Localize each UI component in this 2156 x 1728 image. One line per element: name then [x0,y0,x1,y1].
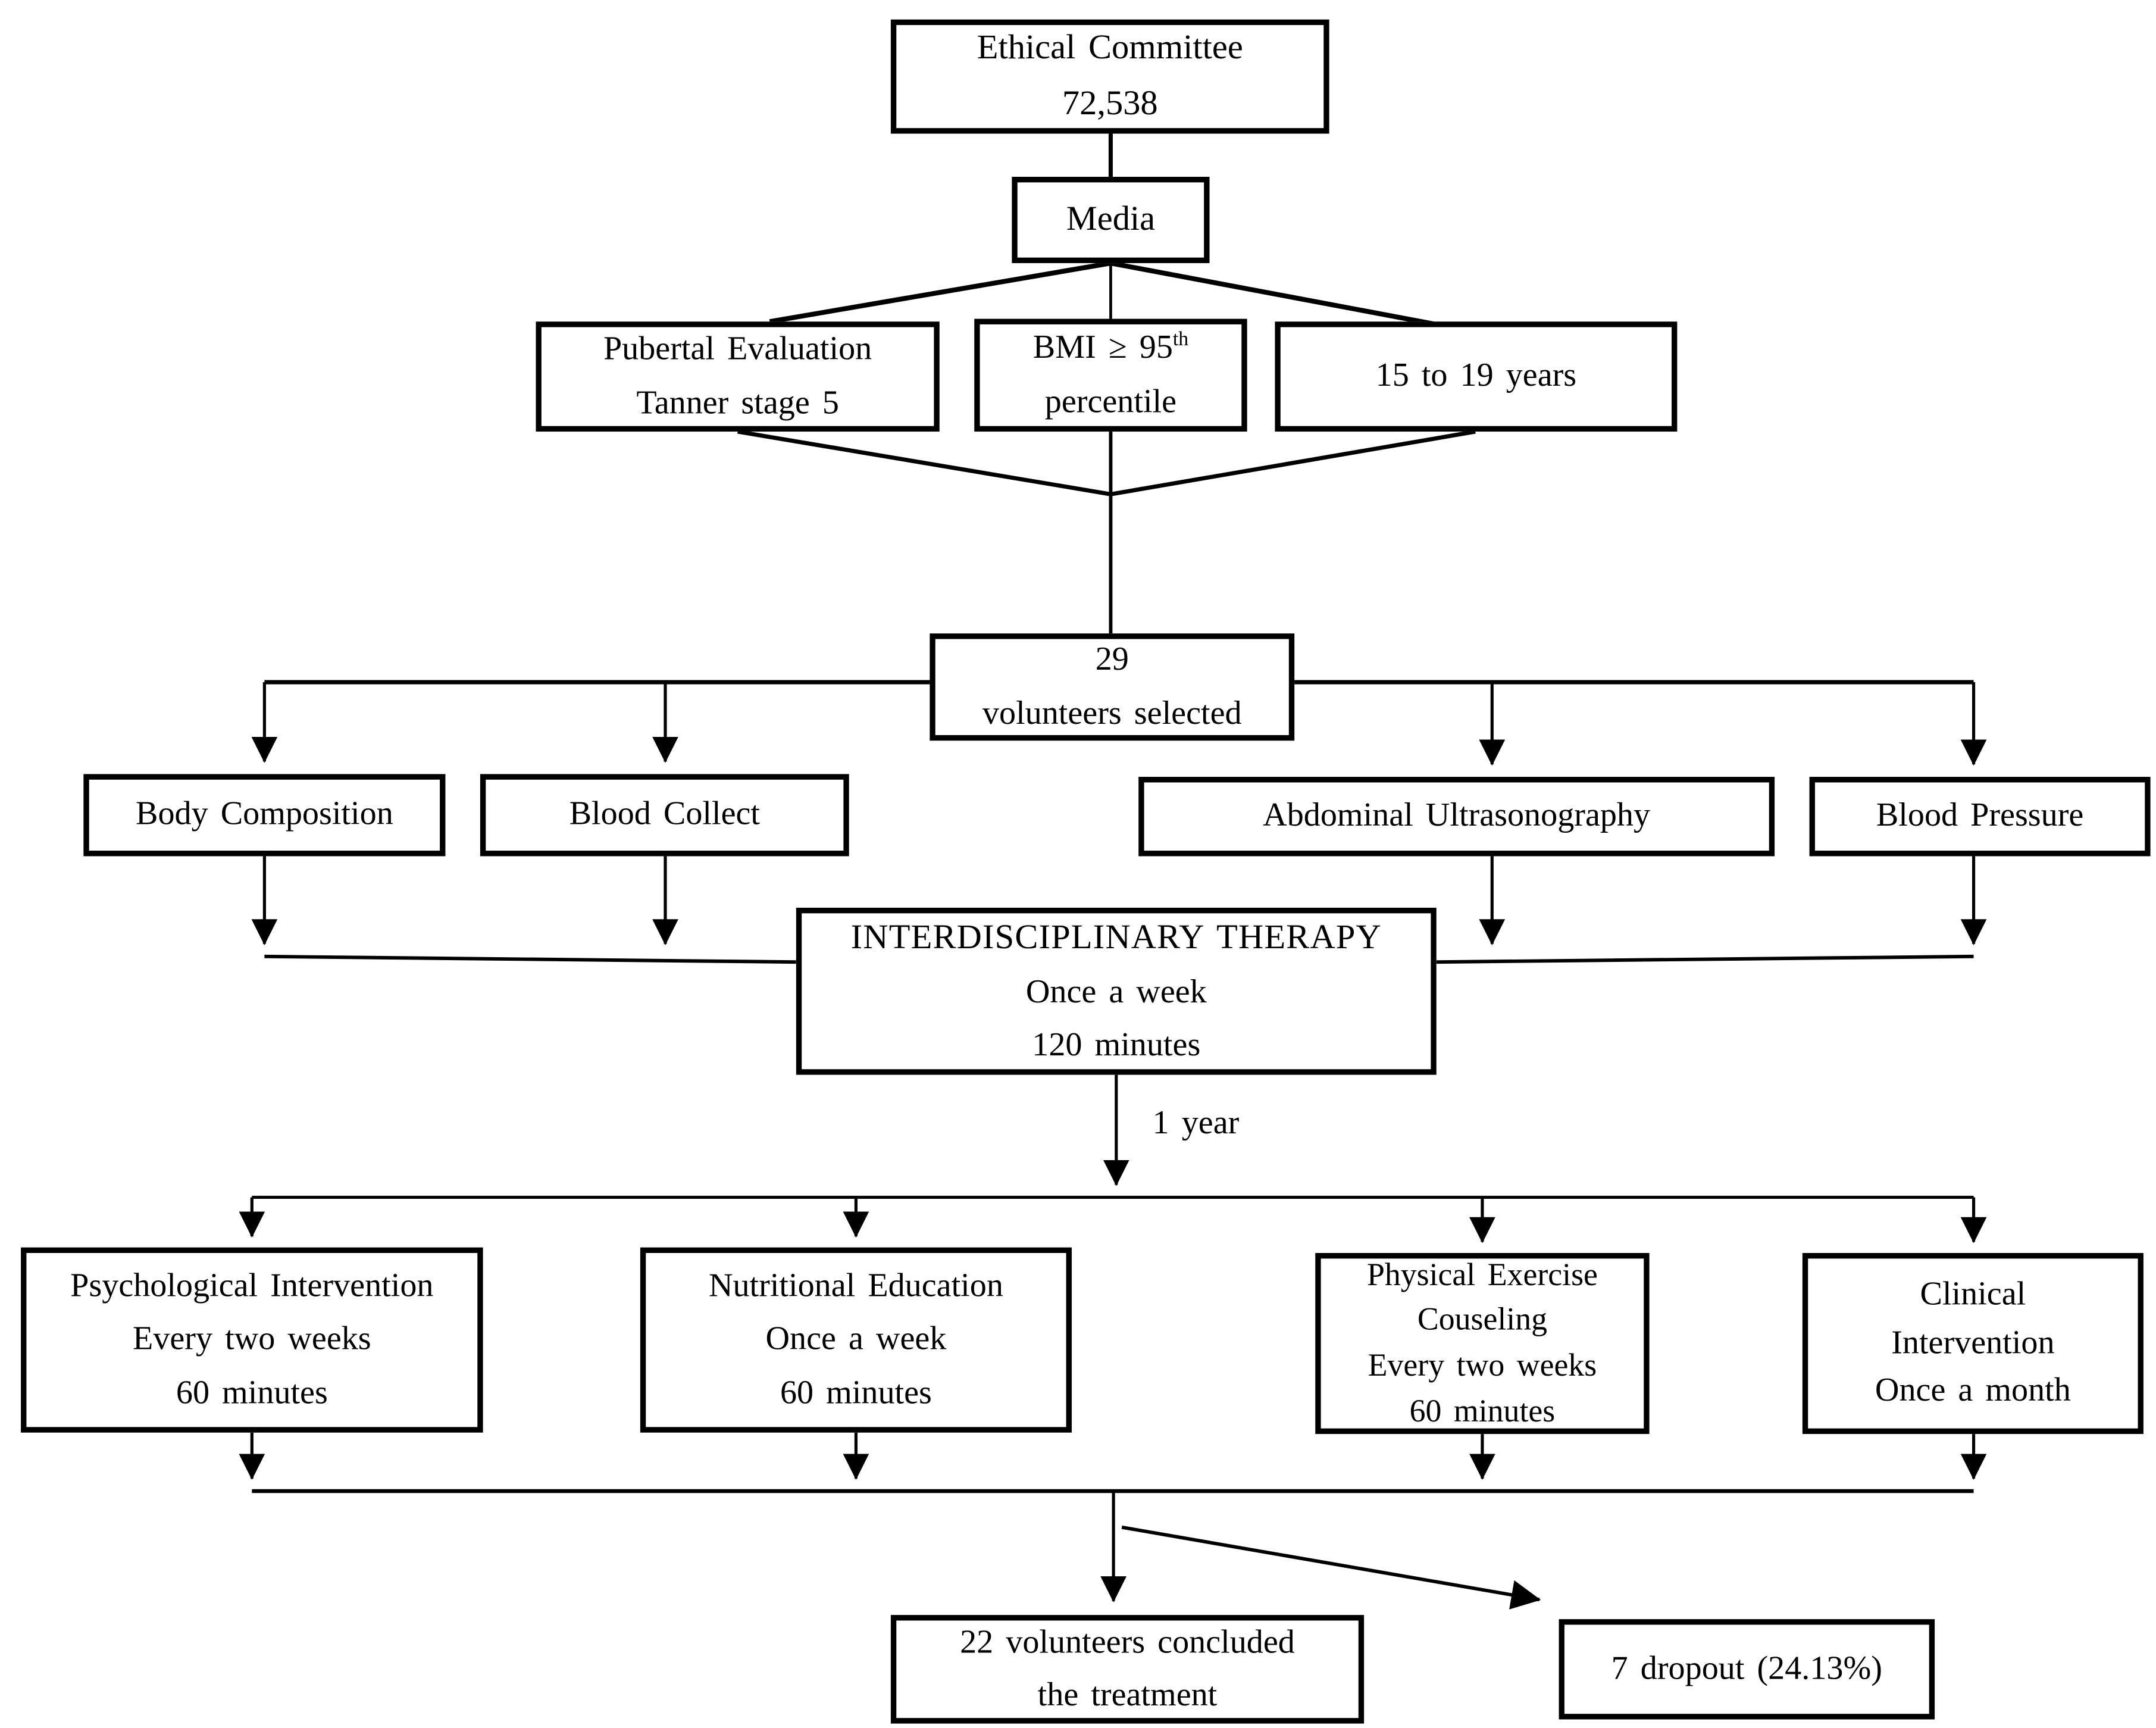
node-text-line: Nutritional Education [708,1268,1003,1305]
node-text-line: Physical Exercise [1366,1257,1598,1292]
node-text-line: Once a week [765,1321,947,1358]
node-abdominal-ultrasonography: Abdominal Ultrasonography [1138,777,1775,857]
node-pubertal-evaluation: Pubertal Evaluation Tanner stage 5 [536,321,940,432]
node-text-line: 22 volunteers concluded [960,1624,1295,1661]
node-text-line: Once a week [1025,974,1207,1011]
connector-criteria-to-selected [737,429,1476,634]
node-text-line: Intervention [1891,1324,2055,1361]
node-text-line: Body Composition [136,796,393,833]
node-psychological-intervention: Psychological Intervention Every two wee… [21,1247,483,1433]
node-text-line: Clinical [1920,1276,2026,1313]
bmi-superscript: th [1172,329,1189,351]
node-dropout: 7 dropout (24.13%) [1559,1619,1935,1720]
node-text-line: Ethical Committee [977,29,1243,67]
connector-media-to-criteria [769,261,1437,327]
node-bmi-criterion: BMI ≥ 95th percentile [974,318,1247,432]
node-nutritional-education: Nutritional Education Once a week 60 min… [640,1247,1072,1433]
node-text-line: Every two weeks [133,1321,371,1358]
node-text-line: Blood Pressure [1876,798,2084,835]
node-text-line: BMI ≥ 95th [1033,322,1188,376]
node-text-line: Pubertal Evaluation [603,331,872,368]
node-text-line: 29 [1095,642,1129,679]
node-interdisciplinary-therapy: INTERDISCIPLINARY THERAPY Once a week 12… [796,907,1437,1075]
node-text-line: Psychological Intervention [70,1268,434,1305]
node-volunteers-concluded: 22 volunteers concluded the treatment [890,1615,1365,1724]
connector-interventions-to-outcomes [239,1432,1987,1610]
node-text-line: percentile [1044,383,1177,420]
connector-assessments-to-therapy [251,856,1987,964]
node-ethical-committee: Ethical Committee 72,538 [890,19,1329,134]
node-blood-pressure: Blood Pressure [1809,777,2151,857]
node-text-line: 7 dropout (24.13%) [1611,1651,1882,1688]
node-clinical-intervention: Clinical Intervention Once a month [1802,1253,2144,1435]
node-text-line: INTERDISCIPLINARY THERAPY [850,918,1382,956]
node-media: Media [1012,177,1210,264]
duration-label: 1 year [1152,1105,1240,1142]
node-text-line: 60 minutes [780,1375,932,1411]
node-age-range: 15 to 19 years [1275,321,1678,432]
node-text-line: Couseling [1417,1302,1548,1338]
bmi-text: BMI ≥ 95 [1032,330,1173,367]
node-text-line: 60 minutes [176,1375,328,1411]
node-text-line: Abdominal Ultrasonography [1263,798,1651,835]
connector-therapy-to-interventions [239,1074,1987,1243]
node-text-line: 15 to 19 years [1375,358,1577,395]
node-text-line: the treatment [1037,1677,1218,1714]
node-body-composition: Body Composition [83,774,446,857]
node-text-line: volunteers selected [982,695,1242,732]
node-text-line: Once a month [1875,1373,2071,1410]
node-physical-exercise-counseling: Physical Exercise Couseling Every two we… [1315,1253,1650,1435]
node-text-line: Media [1066,200,1156,238]
node-text-line: 120 minutes [1032,1027,1201,1064]
node-text-line: 60 minutes [1409,1393,1556,1428]
node-text-line: Every two weeks [1368,1348,1597,1383]
node-text-line: Tanner stage 5 [636,385,839,421]
node-blood-collect: Blood Collect [480,774,849,857]
node-volunteers-selected: 29 volunteers selected [930,633,1295,741]
node-text-line: 72,538 [1062,85,1158,123]
node-text-line: Blood Collect [569,796,761,833]
